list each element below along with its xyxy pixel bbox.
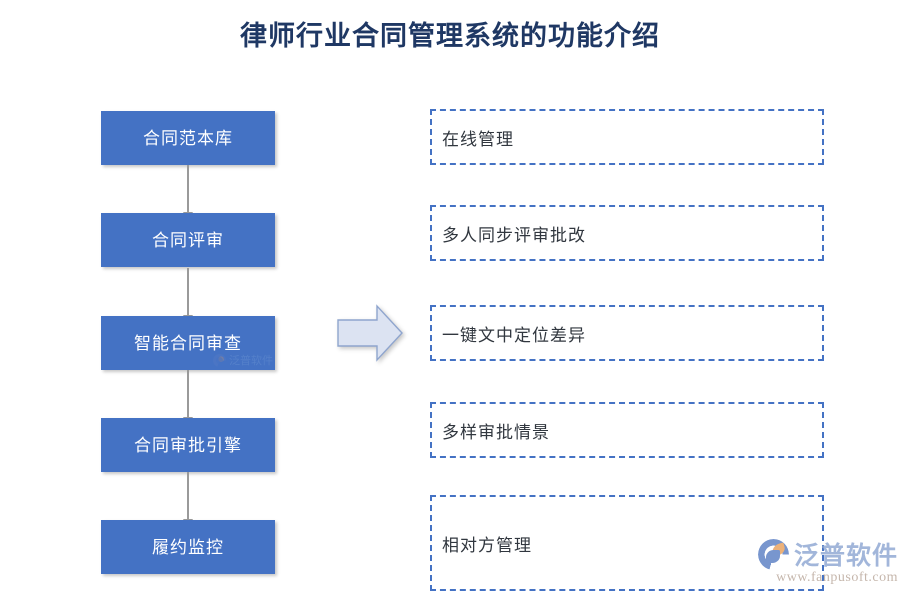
- inline-watermark-brand: 泛普软件: [229, 355, 273, 367]
- feature-box-4[interactable]: 多样审批情景: [430, 402, 824, 458]
- flow-step-4[interactable]: 合同审批引擎: [101, 418, 275, 472]
- feature-label: 一键文中定位差异: [442, 325, 586, 345]
- process-flow-column: 合同范本库 合同评审 智能合同审查 泛普软件 合同审批引擎: [101, 111, 275, 576]
- feature-box-1[interactable]: 在线管理: [430, 109, 824, 165]
- flow-step-1[interactable]: 合同范本库: [101, 111, 275, 165]
- flow-connector-2: [183, 268, 193, 323]
- flow-step-2[interactable]: 合同评审: [101, 213, 275, 267]
- flow-step-label: 合同审批引擎: [134, 435, 242, 455]
- feature-list-column: 在线管理 多人同步评审批改 一键文中定位差异 多样审批情景 相对方管理: [430, 109, 824, 591]
- feature-box-3[interactable]: 一键文中定位差异: [430, 305, 824, 361]
- flow-connector-4: [183, 472, 193, 527]
- feature-label: 在线管理: [442, 129, 514, 149]
- flow-step-label: 合同评审: [152, 230, 224, 250]
- inline-watermark: 泛普软件: [213, 352, 273, 368]
- feature-box-5[interactable]: 相对方管理: [430, 495, 824, 591]
- right-block-arrow-icon: [337, 304, 403, 362]
- fanpu-logo-icon: [213, 353, 226, 367]
- flow-step-5[interactable]: 履约监控: [101, 520, 275, 574]
- feature-box-2[interactable]: 多人同步评审批改: [430, 205, 824, 261]
- feature-label: 多样审批情景: [442, 422, 550, 442]
- flow-step-3[interactable]: 智能合同审查 泛普软件: [101, 316, 275, 370]
- flow-connector-3: [183, 370, 193, 425]
- flow-step-label: 合同范本库: [143, 128, 233, 148]
- flow-step-label: 履约监控: [152, 537, 224, 557]
- feature-label: 多人同步评审批改: [442, 225, 586, 245]
- flow-step-label: 智能合同审查: [134, 333, 242, 353]
- page-title: 律师行业合同管理系统的功能介绍: [240, 21, 660, 51]
- flow-connector-1: [183, 165, 193, 220]
- feature-label: 相对方管理: [442, 535, 532, 555]
